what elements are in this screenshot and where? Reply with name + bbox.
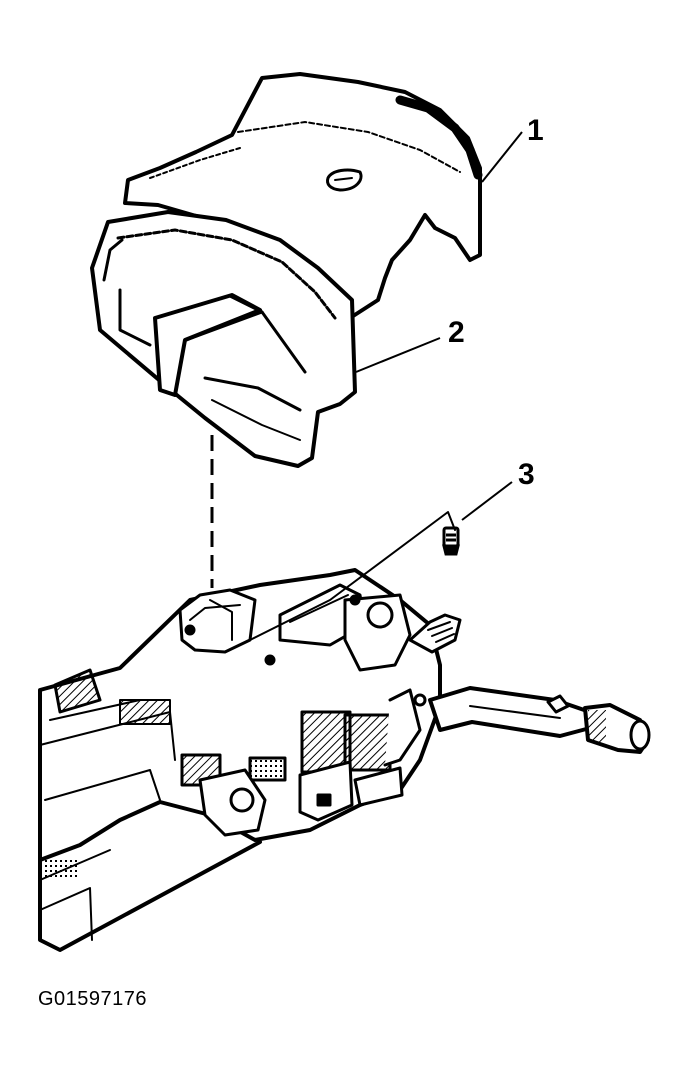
lower-column-cover xyxy=(90,210,357,468)
callout-2: 2 xyxy=(448,316,465,349)
figure-code: G01597176 xyxy=(38,988,148,1010)
screw xyxy=(442,526,460,556)
callout-leaders xyxy=(355,131,523,521)
upper-column-cover xyxy=(123,72,483,334)
callout-3: 3 xyxy=(518,458,535,491)
callout-1: 1 xyxy=(527,114,544,147)
steering-column-assembly xyxy=(38,511,651,952)
